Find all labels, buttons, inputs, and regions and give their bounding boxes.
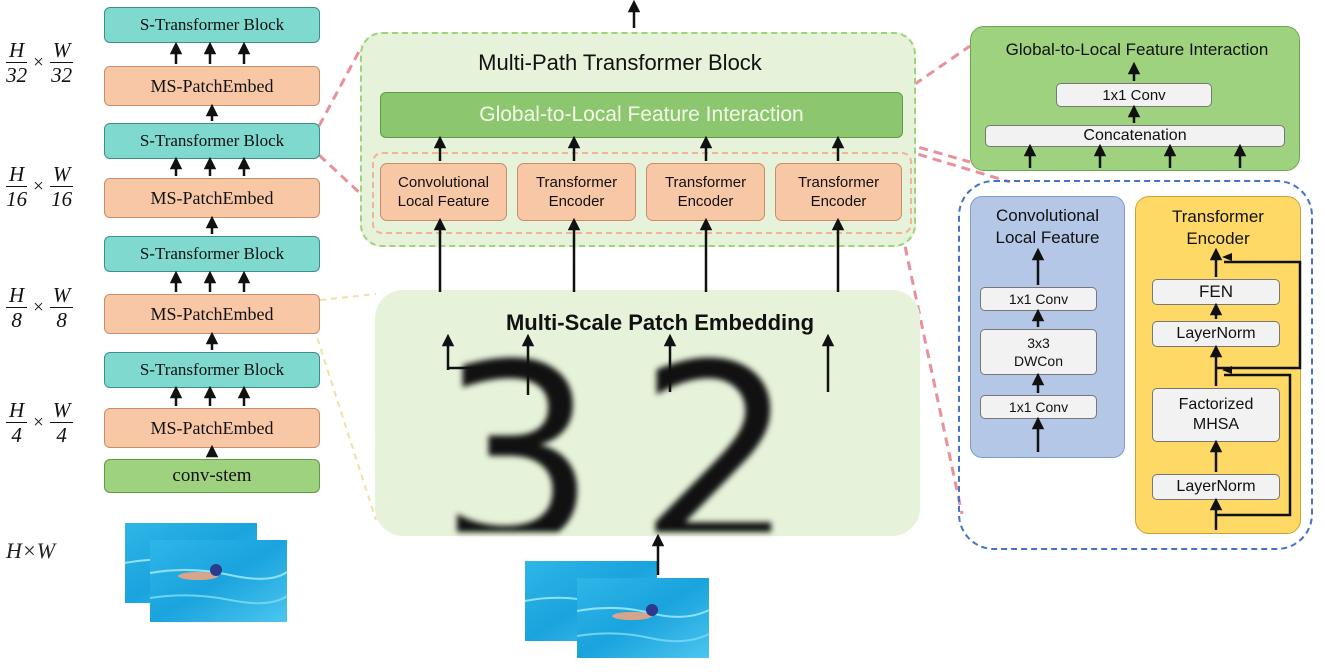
stage2-s-transformer-block: S-Transformer Block <box>104 236 320 272</box>
path-label-line2: Local Feature <box>397 193 490 210</box>
dwconv-line2: DWCon <box>1013 353 1063 369</box>
pool-swimmer-photo-icon <box>524 561 710 658</box>
gl-detail-title: Global-to-Local Feature Interaction <box>1005 40 1269 59</box>
gl-detail-conv: 1x1 Conv <box>1056 83 1212 107</box>
global-local-bar: Global-to-Local Feature Interaction <box>380 92 903 138</box>
pink-connector-enc-top <box>903 148 1011 184</box>
mhsa-line2: MHSA <box>1192 416 1240 433</box>
conv-local-top-conv: 1x1 Conv <box>980 287 1097 311</box>
conv-stem-block: conv-stem <box>104 459 320 493</box>
multi-path-block-title: Multi-Path Transformer Block <box>478 50 762 75</box>
paths-dashed-group <box>372 152 912 234</box>
stage3-s-transformer-block: S-Transformer Block <box>104 123 320 159</box>
path-label-line2: Encoder <box>677 193 734 210</box>
trans-encoder-title-line1: Transformer <box>1172 207 1264 226</box>
stage4-s-transformer-block: S-Transformer Block <box>104 7 320 43</box>
trans-encoder-fen: FEN <box>1152 279 1280 305</box>
mspe-title: Multi-Scale Patch Embedding <box>505 310 815 335</box>
stage1-ms-patchembed: MS-PatchEmbed <box>104 408 320 448</box>
pink-connector-gl-top <box>901 44 971 95</box>
input-size-label: H×W <box>6 538 56 563</box>
stage3-ms-patchembed: MS-PatchEmbed <box>104 178 320 218</box>
conv-local-bottom-conv: 1x1 Conv <box>980 395 1097 419</box>
pool-swimmer-photo-icon <box>124 523 288 622</box>
path-label-line2: Encoder <box>810 193 867 210</box>
yellow-connector-bottom <box>313 327 377 521</box>
pink-connector-enc-bottom <box>900 231 964 515</box>
gl-detail-concat: Concatenation <box>985 125 1285 147</box>
trans-encoder-layernorm-top: LayerNorm <box>1152 321 1280 347</box>
dwconv-line1: 3x3 <box>1027 335 1050 351</box>
mspe-panel <box>375 290 920 536</box>
stage2-ms-patchembed: MS-PatchEmbed <box>104 294 320 334</box>
encoder-detail-container <box>958 180 1313 550</box>
pink-connector-top-left <box>317 45 364 127</box>
trans-encoder-title-line2: Encoder <box>1186 229 1250 248</box>
conv-local-title-line2: Local Feature <box>995 228 1100 247</box>
pink-connector-bottom-left <box>317 153 364 197</box>
mhsa-line1: Factorized <box>1178 396 1254 413</box>
path-label-line2: Encoder <box>548 193 605 210</box>
yellow-connector-top <box>319 293 377 301</box>
path-label-line1: Transformer <box>664 174 747 191</box>
conv-local-title: Convolutional Local Feature <box>970 205 1125 249</box>
trans-encoder-layernorm-bottom: LayerNorm <box>1152 474 1280 500</box>
stage4-ms-patchembed: MS-PatchEmbed <box>104 66 320 106</box>
stage1-s-transformer-block: S-Transformer Block <box>104 352 320 388</box>
trans-encoder-title: Transformer Encoder <box>1135 206 1301 250</box>
path-label-line1: Transformer <box>535 174 618 191</box>
mspe-digits: 32 <box>438 342 837 532</box>
conv-local-title-line1: Convolutional <box>995 206 1099 225</box>
path-label-line1: Convolutional <box>398 174 489 191</box>
path-label-line1: Transformer <box>797 174 880 191</box>
